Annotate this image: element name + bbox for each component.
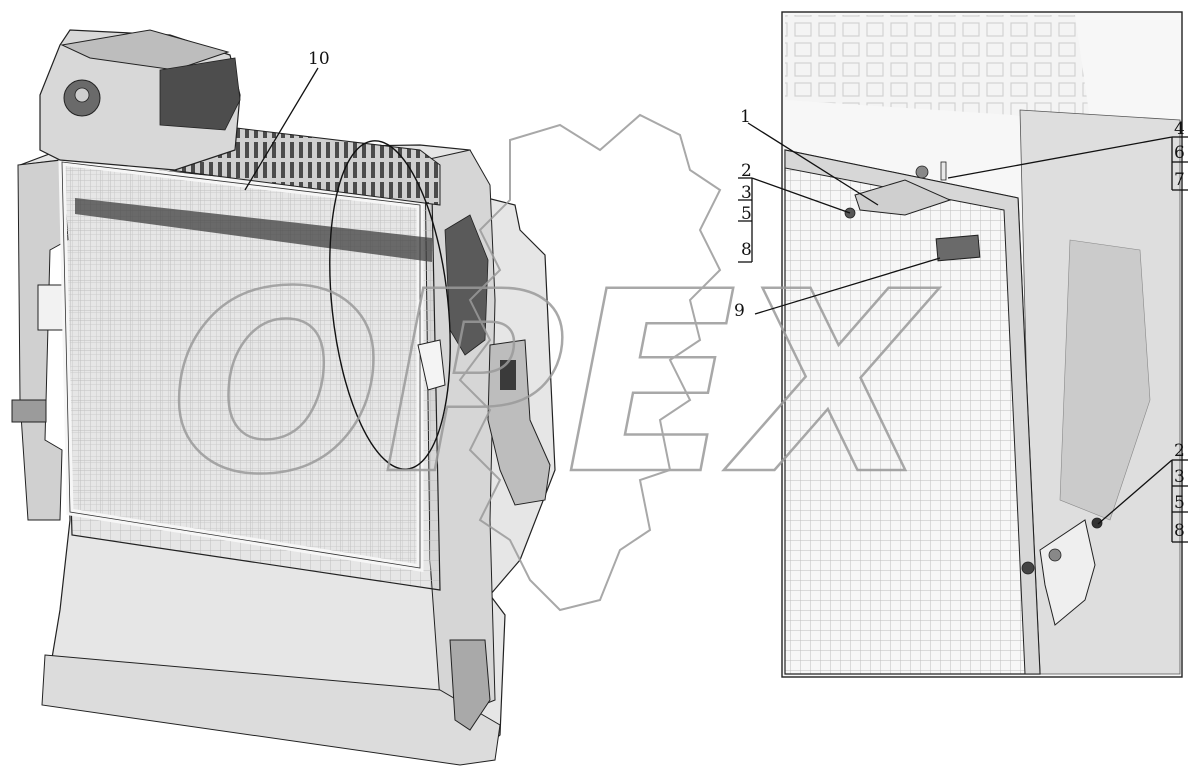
expansion-tank-top [60, 29, 230, 71]
callout-10: 10 [308, 49, 330, 69]
detail-grille [785, 15, 1090, 120]
top-bracket [854, 179, 952, 216]
leader-stack-bottom-right [1097, 459, 1173, 525]
leader-1 [747, 122, 879, 206]
stack-top-right-2: 7 [1174, 170, 1185, 190]
core-top-band [75, 198, 432, 262]
bottom-nut-icon [1021, 561, 1035, 575]
callout-9: 9 [734, 301, 745, 321]
latch-bracket [417, 339, 446, 391]
bottom-plate [41, 654, 501, 766]
watermark-gear [458, 113, 722, 612]
bottom-right-mount [449, 639, 491, 731]
right-mount-plate [500, 360, 516, 390]
bottom-bracket [1039, 519, 1096, 626]
leader-stack-top-left [751, 177, 851, 214]
main-view [11, 29, 556, 766]
filler-cap-center [74, 87, 90, 103]
stack-top-left-3: 8 [741, 240, 752, 260]
stack-top-left-2: 5 [741, 204, 752, 224]
leader-stack-top-right [947, 136, 1173, 179]
detail-view [781, 11, 1183, 678]
stack-top-right-0: 4 [1174, 119, 1185, 139]
stack-top-left-0: 2 [741, 161, 752, 181]
clip-plate [935, 234, 981, 262]
left-bracket-upper [37, 284, 65, 331]
stack-bottom-right-2: 5 [1174, 493, 1185, 513]
stack-bottom-right-1: 3 [1174, 467, 1185, 487]
watermark-text: OPEX [170, 238, 940, 529]
detail-circle [329, 140, 451, 470]
watermark: OPEX [169, 113, 941, 612]
stack-bottom-right-3: 8 [1174, 521, 1185, 541]
detail-screen-edge [784, 149, 1041, 675]
expansion-tank-shade [159, 57, 241, 131]
bottom-washer-icon [1048, 548, 1062, 562]
leader-9 [754, 257, 941, 315]
stack-top-right-1: 6 [1174, 143, 1185, 163]
left-bracket-lower [11, 399, 47, 423]
bottom-bolt-icon [1091, 517, 1103, 529]
detail-housing-shade [1059, 239, 1151, 521]
stack-bottom-right-0: 2 [1174, 441, 1185, 461]
protective-screen-outline [61, 161, 421, 569]
top-bolt-icon [940, 161, 947, 181]
stack-top-left-1: 3 [741, 183, 752, 203]
callout-1: 1 [740, 107, 751, 127]
top-washer-icon [915, 165, 929, 179]
leader-10 [244, 67, 319, 191]
callouts: 10 1 9 2 3 5 8 4 6 7 2 3 5 [244, 49, 1188, 543]
